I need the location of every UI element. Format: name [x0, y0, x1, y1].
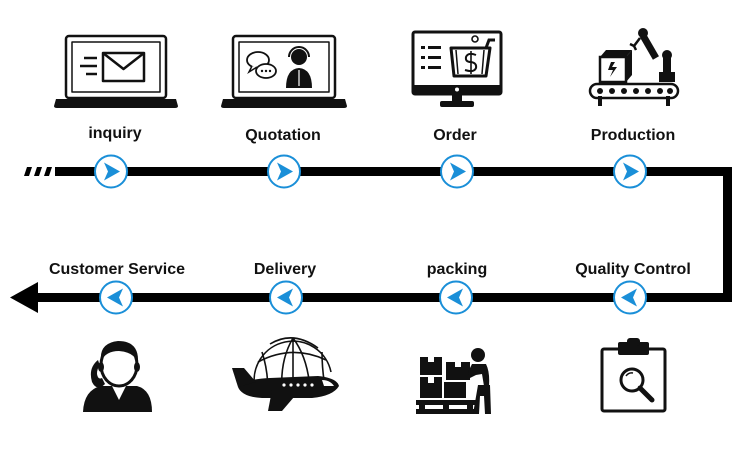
airplane-globe-icon — [232, 337, 339, 411]
right-connector-line — [723, 167, 732, 302]
step-label-packing: packing — [426, 261, 488, 278]
step-label-production: Production — [590, 127, 676, 144]
chevron-left-icon — [613, 280, 647, 315]
step-label-order: Order — [433, 127, 477, 144]
flow-end-arrowhead — [10, 282, 38, 313]
factory-robot-arm-icon — [588, 28, 680, 106]
chevron-right-icon — [94, 154, 128, 189]
chevron-right-icon — [440, 154, 474, 189]
top-flow-line — [24, 167, 732, 176]
direction-markers — [94, 154, 647, 315]
step-label-quality-control: Quality Control — [575, 261, 691, 278]
customer-service-phone-icon — [83, 341, 152, 412]
laptop-support-agent-icon — [221, 34, 347, 108]
laptop-envelope-icon — [54, 34, 178, 108]
step-label-delivery: Delivery — [253, 261, 317, 278]
step-label-quotation: Quotation — [245, 127, 321, 144]
bottom-flow-line — [36, 293, 732, 302]
chevron-left-icon — [269, 280, 303, 315]
step-label-inquiry: inquiry — [88, 125, 142, 142]
monitor-shopping-cart-icon — [411, 30, 503, 107]
chevron-left-icon — [439, 280, 473, 315]
chevron-right-icon — [267, 154, 301, 189]
clipboard-magnifier-icon — [600, 338, 667, 413]
step-label-customer-service: Customer Service — [48, 261, 186, 278]
chevron-left-icon — [99, 280, 133, 315]
worker-packing-boxes-icon — [416, 348, 491, 414]
chevron-right-icon — [613, 154, 647, 189]
